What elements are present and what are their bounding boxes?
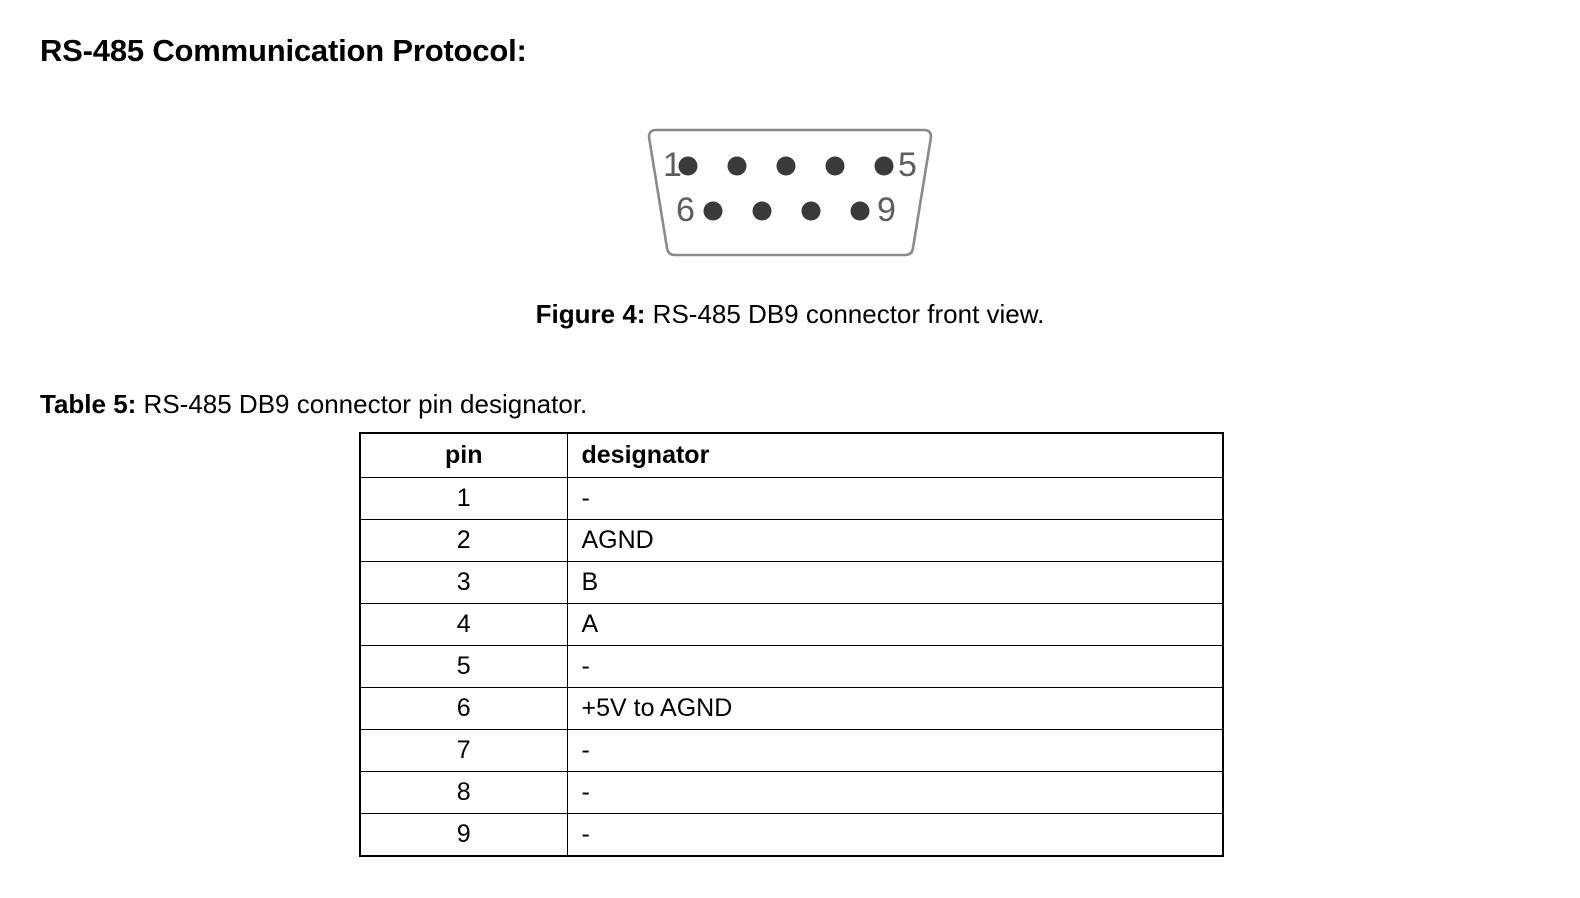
- figure-caption-text: RS-485 DB9 connector front view.: [645, 299, 1045, 329]
- section-title: RS-485 Communication Protocol:: [40, 33, 527, 68]
- cell-designator: +5V to AGND: [566, 687, 1224, 730]
- cell-designator: B: [566, 561, 1224, 604]
- connector-shell-outline: [647, 128, 933, 257]
- table-header-row: pin designator: [359, 432, 1224, 478]
- figure-caption-label: Figure 4:: [535, 299, 646, 329]
- pin-dot-bottom-8: [801, 201, 821, 221]
- pin-dot-top-2: [727, 156, 747, 176]
- table-row: 5-: [359, 645, 1224, 688]
- cell-designator: A: [566, 603, 1224, 646]
- column-header-designator: designator: [566, 432, 1224, 478]
- cell-designator: -: [566, 477, 1224, 520]
- table-row: 9-: [359, 813, 1224, 857]
- cell-pin: 9: [359, 813, 568, 857]
- table-caption-label: Table 5:: [40, 389, 137, 419]
- pin-dot-bottom-6: [703, 201, 723, 221]
- table-caption: Table 5: RS-485 DB9 connector pin design…: [40, 388, 587, 421]
- pin-dot-bottom-7: [752, 201, 772, 221]
- cell-designator: -: [566, 813, 1224, 857]
- pin-dot-top-3: [776, 156, 796, 176]
- table-row: 8-: [359, 771, 1224, 814]
- cell-pin: 6: [359, 687, 568, 730]
- cell-designator: -: [566, 771, 1224, 814]
- cell-designator: -: [566, 729, 1224, 772]
- cell-pin: 1: [359, 477, 568, 520]
- figure-caption: Figure 4: RS-485 DB9 connector front vie…: [0, 298, 1580, 331]
- cell-pin: 5: [359, 645, 568, 688]
- column-header-pin: pin: [359, 432, 568, 478]
- pin-dot-top-4: [825, 156, 845, 176]
- cell-designator: AGND: [566, 519, 1224, 562]
- cell-pin: 8: [359, 771, 568, 814]
- table-caption-text: RS-485 DB9 connector pin designator.: [136, 389, 588, 419]
- cell-pin: 3: [359, 561, 568, 604]
- pin-dot-bottom-9: [850, 201, 870, 221]
- table-row: 6+5V to AGND: [359, 687, 1224, 730]
- pin-label-6: 6: [676, 191, 695, 229]
- db9-connector-graphic: 1 5 6 9: [640, 128, 940, 262]
- table-row: 7-: [359, 729, 1224, 772]
- figure-db9-connector: 1 5 6 9: [0, 128, 1580, 262]
- db9-connector-svg: 1 5 6 9: [647, 128, 933, 257]
- cell-pin: 4: [359, 603, 568, 646]
- pin-label-5: 5: [898, 146, 917, 184]
- cell-pin: 2: [359, 519, 568, 562]
- pin-label-1: 1: [663, 146, 682, 184]
- table-header: pin designator: [359, 432, 1224, 478]
- pin-label-9: 9: [877, 191, 896, 229]
- table-row: 1-: [359, 477, 1224, 520]
- pin-dot-top-1: [678, 156, 698, 176]
- cell-pin: 7: [359, 729, 568, 772]
- cell-designator: -: [566, 645, 1224, 688]
- pin-dot-top-5: [874, 156, 894, 176]
